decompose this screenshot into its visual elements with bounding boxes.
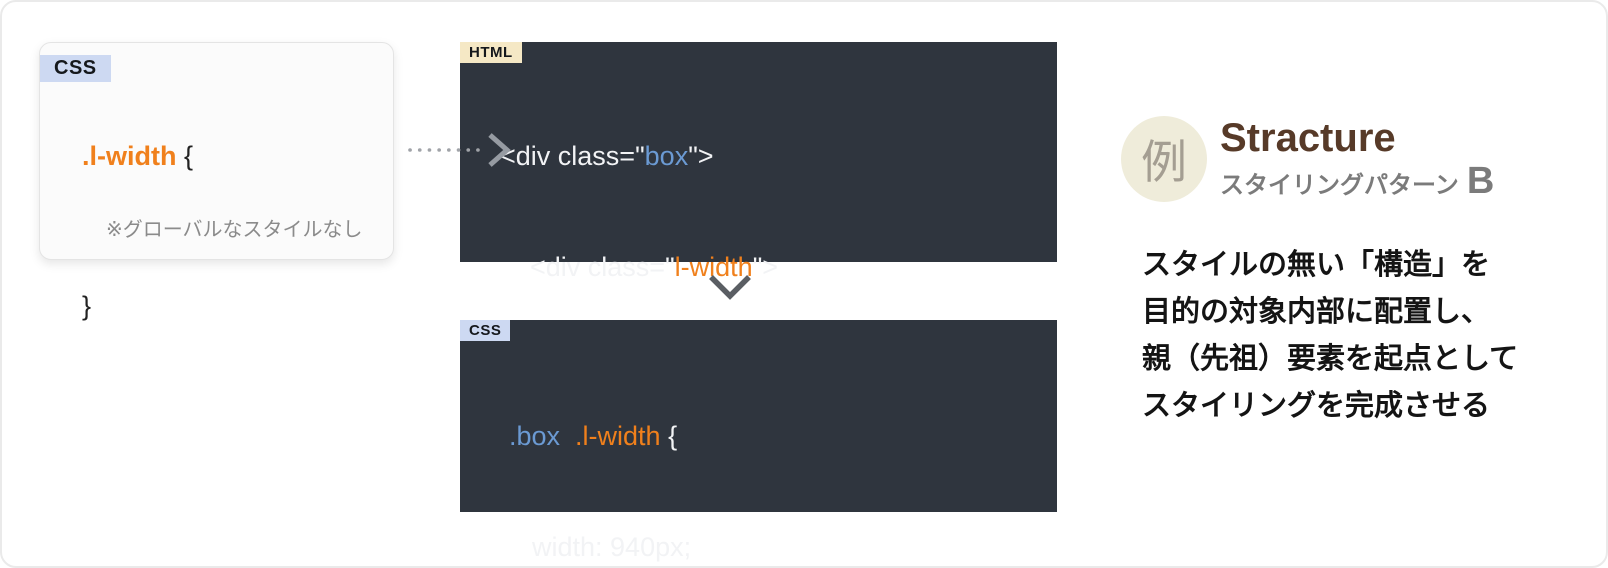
dotted-arrow-right-icon [408,133,511,167]
example-badge-label: 例 [1141,136,1187,188]
html-tag: HTML [460,42,522,63]
l-width-selector: .l-width [82,141,177,171]
description-line: 親（先祖）要素を起点として [1142,343,1519,375]
close-brace: } [82,291,92,321]
pattern-description: スタイルの無い「構造」を 目的の対象内部に配置し、 親（先祖）要素を起点として … [1142,242,1518,430]
description-line: 目的の対象内部に配置し、 [1142,296,1491,328]
code-line: .box.l-width { [509,421,678,451]
code-line: .l-width { [82,139,393,173]
example-badge: 例 [1121,116,1207,202]
pattern-subtitle: スタイリングパターン B [1220,160,1494,203]
css-code-block: CSS .box.l-width { width: 940px; margin:… [460,320,1057,562]
code-line: <div class="box"> [500,141,714,171]
no-global-style-note: ※グローバルなスタイルなし [106,219,363,241]
css-tag: CSS [460,320,511,341]
pattern-subtitle-text: スタイリングパターン [1220,172,1459,199]
pattern-title: Stracture [1220,116,1396,160]
pattern-header: Stracture スタイリングパターン B [1220,114,1494,203]
css-code: .box.l-width { width: 940px; margin: 0 a… [460,320,1057,566]
description-line: スタイリングを完成させる [1142,390,1491,422]
css-tag: CSS [40,55,111,82]
global-css-card: CSS .l-width { ※グローバルなスタイルなし } [39,42,394,321]
open-brace: { [176,141,194,171]
pattern-letter: B [1466,160,1495,202]
html-code-block: HTML <div class="box"> <div class="l-wid… [460,42,1057,504]
code-line: <div class="l-width"> [530,252,779,282]
code-line: width: 940px; [532,532,692,562]
ref-code: .l-width { ※グローバルなスタイルなし } [40,43,393,359]
chevron-down-icon [709,275,751,300]
description-line: スタイルの無い「構造」を [1142,249,1491,281]
